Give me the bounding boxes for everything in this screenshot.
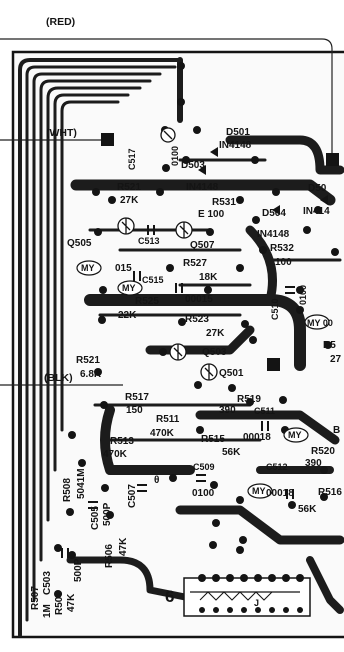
- d504-val: IN4148: [257, 229, 290, 240]
- r505-val: 47K: [66, 593, 77, 612]
- r507-ref: R507: [30, 586, 41, 610]
- r525-val: 22K: [118, 310, 137, 321]
- my-2: MY: [122, 283, 136, 293]
- r5-partial-val: 27: [330, 354, 342, 365]
- r523-ref: R523: [185, 314, 209, 325]
- r520-ref: R520: [311, 446, 335, 457]
- r511-ref: R511: [156, 414, 180, 425]
- q505-ref: Q505: [67, 238, 92, 249]
- r508-val: 5041M: [76, 468, 87, 499]
- my-5: MY: [252, 486, 266, 496]
- r531-ref: R531: [212, 197, 236, 208]
- r532-ref: R532: [270, 243, 294, 254]
- red-wire-label: (RED): [46, 16, 75, 28]
- my-3: MY 00: [307, 318, 333, 328]
- r516-val: 56K: [298, 504, 317, 515]
- r513-val: 470K: [103, 449, 128, 460]
- red-wire: [0, 38, 333, 155]
- c510-ref: C510: [270, 298, 280, 320]
- r506-val: 47K: [118, 537, 129, 556]
- c509-ref: C509: [193, 462, 215, 472]
- d503-val: IN4148: [186, 182, 219, 193]
- r527-val: 18K: [199, 272, 218, 283]
- capacitor-symbols: [61, 225, 295, 558]
- r527-ref: R527: [183, 258, 207, 269]
- c515-ref: C515: [142, 275, 164, 285]
- c517-val: 0100: [170, 146, 180, 166]
- r517-val: 150: [126, 405, 143, 416]
- connector-pins: [198, 574, 304, 613]
- r516-ref: R516: [318, 487, 342, 498]
- r523-val: 27K: [206, 328, 225, 339]
- d502-val: IN414: [303, 206, 330, 217]
- r519-val: 390: [219, 405, 236, 416]
- q507-ref: Q507: [190, 240, 215, 251]
- r517-ref: R517: [125, 392, 149, 403]
- r531-val: E 100: [198, 209, 225, 220]
- r519-ref: R519: [237, 394, 261, 405]
- c511-ref: C511: [254, 406, 275, 416]
- c511-val: 00018: [243, 432, 271, 443]
- my-4: MY: [288, 430, 302, 440]
- wht-wire-label: (WHT): [46, 127, 77, 139]
- r505-ref: R505: [54, 591, 65, 615]
- d503-ref: D503: [181, 160, 205, 171]
- c505-val: 500P: [102, 502, 113, 526]
- c505-ref: C505: [90, 506, 101, 530]
- blk-wire-label: (BLK): [44, 372, 73, 384]
- d502-ref: D50: [308, 183, 327, 194]
- r508-ref: R508: [62, 478, 73, 502]
- r513-ref: R513: [110, 436, 134, 447]
- my-ovals: [76, 260, 330, 499]
- r532-val: 100: [275, 257, 292, 268]
- c512-val: 00018: [266, 488, 294, 499]
- c515-val: 00015: [185, 294, 213, 305]
- c509-val: 0100: [192, 488, 215, 499]
- diode-symbols: [198, 147, 328, 215]
- copper-traces: [18, 57, 344, 637]
- d501-ref: D501: [226, 127, 250, 138]
- partial-b: B: [333, 425, 340, 436]
- r506-ref: R506: [104, 544, 115, 568]
- r515-ref: R515: [201, 434, 225, 445]
- r525-ref: R525: [135, 296, 159, 307]
- r521a-ref: R521: [117, 182, 141, 193]
- c503-val: 500P: [73, 558, 84, 582]
- d501-val: IN4148: [219, 140, 252, 151]
- q505-val: 015: [115, 263, 132, 274]
- r521b-ref: R521: [76, 355, 100, 366]
- c507-ref: C507: [127, 484, 138, 508]
- r521a-val: 27K: [120, 195, 139, 206]
- c507-val: θ: [154, 475, 159, 486]
- my-1: MY: [81, 263, 95, 273]
- q503-ref: Q503: [202, 347, 227, 358]
- d504-ref: D504: [262, 208, 286, 219]
- r515-val: 56K: [222, 447, 241, 458]
- c512-ref: C512: [266, 462, 288, 472]
- c503-ref: C503: [42, 571, 53, 595]
- r507-val: 1M: [42, 604, 53, 618]
- r521b-val: 6.8K: [80, 369, 102, 380]
- square-pads: [101, 133, 339, 371]
- c510-val: 0100: [298, 285, 308, 305]
- r511-val: 470K: [150, 428, 175, 439]
- connector-number: 6: [165, 587, 174, 606]
- c517-ref: C517: [127, 148, 137, 170]
- r5-partial-ref: R5: [323, 340, 336, 351]
- connector-pin-letter: J: [254, 598, 259, 608]
- q501-ref: Q501: [219, 368, 244, 379]
- c513-ref: C513: [138, 236, 160, 246]
- r520-val: 390: [305, 458, 322, 469]
